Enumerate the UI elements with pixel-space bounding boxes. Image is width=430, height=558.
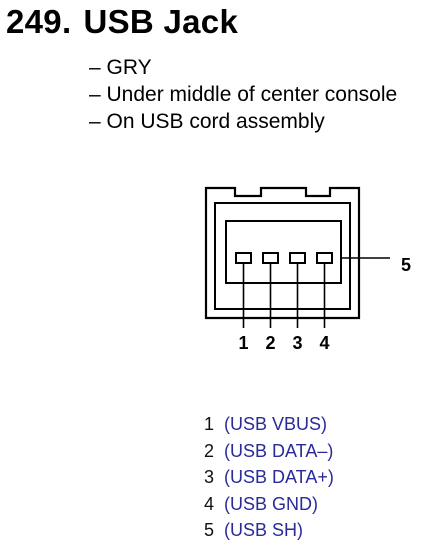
pinout-signal: (USB VBUS): [224, 414, 328, 434]
pinout-number: 2: [204, 440, 215, 461]
pinout-row: 2 (USB DATA–): [204, 438, 334, 465]
pinout-number: 1: [204, 414, 215, 434]
pin-contact: [289, 252, 306, 264]
info-location: – Under middle of center console: [89, 83, 398, 106]
pinout-signal: (USB GND): [224, 493, 318, 514]
page-title: 249. USB Jack: [6, 2, 238, 42]
pinout-signal: (USB SH): [224, 520, 304, 540]
connector-inner-frame: [214, 202, 351, 310]
pin-contact: [235, 252, 252, 264]
pinout-row: 5 (USB SH): [204, 517, 334, 544]
info-color: – GRY: [89, 56, 152, 79]
pin-label-4: 4: [319, 333, 329, 353]
connector-name: USB Jack: [83, 3, 239, 40]
pinout-row: 1 (USB VBUS): [204, 411, 334, 438]
pinout-number: 4: [204, 493, 215, 514]
pinout-number: 5: [204, 520, 215, 540]
pin-label-5: 5: [401, 255, 411, 275]
pin-label-3: 3: [292, 333, 302, 353]
usb-receptacle: [225, 220, 342, 284]
pinout-row: 4 (USB GND): [204, 491, 334, 518]
pinout-signal: (USB DATA–): [224, 440, 334, 461]
pin-contact: [316, 252, 333, 264]
pin-label-2: 2: [265, 333, 275, 353]
info-assembly: – On USB cord assembly: [89, 110, 325, 133]
connector-housing: [204, 186, 361, 320]
pinout-number: 3: [204, 467, 215, 487]
pinout-row: 3 (USB DATA+): [204, 464, 334, 491]
pinout-list: 1 (USB VBUS) 2 (USB DATA–) 3 (USB DATA+) 4 (…: [204, 411, 334, 544]
pinout-signal: (USB DATA+): [224, 467, 334, 487]
connector-info: – GRY – Under middle of center console –…: [89, 54, 397, 135]
pin-contact: [262, 252, 279, 264]
pin-label-1: 1: [238, 333, 248, 353]
connector-number: 249.: [6, 3, 72, 40]
